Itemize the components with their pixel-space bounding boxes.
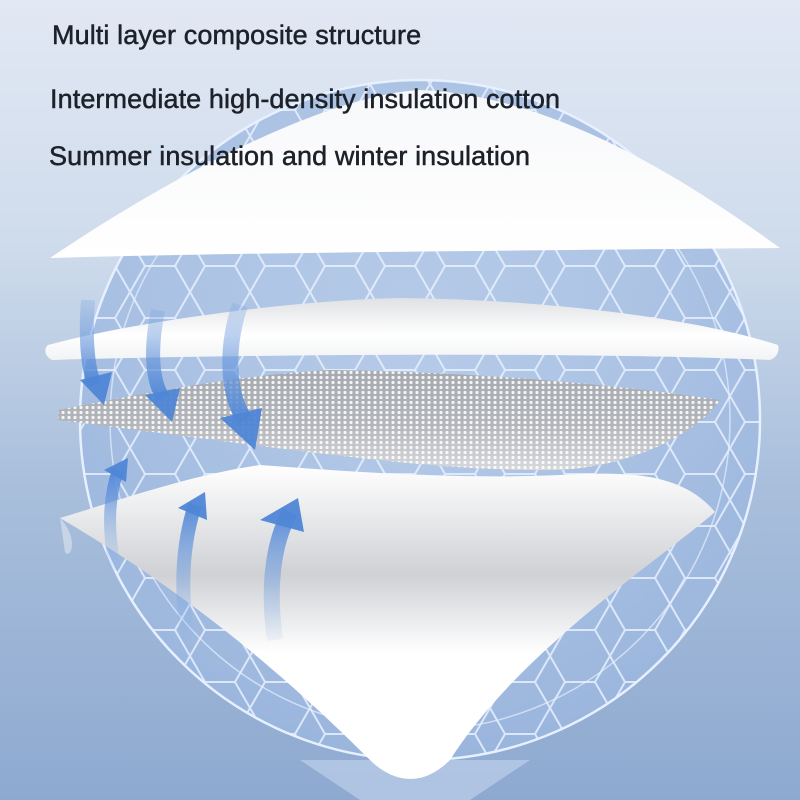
- mesh-breathable-layer: [58, 370, 720, 471]
- arrow-up-icon: [176, 492, 207, 642]
- airflow-arrows-up: [104, 458, 304, 642]
- headline-block: Multi layer composite structure Intermed…: [0, 0, 800, 200]
- headline-line-2: Intermediate high-density insulation cot…: [50, 84, 561, 115]
- arrow-down-icon: [220, 302, 262, 450]
- top-fabric-layer: [50, 90, 780, 258]
- arrow-up-icon: [260, 498, 304, 642]
- airflow-arrows-down: [79, 299, 262, 450]
- arrow-down-icon: [145, 308, 180, 422]
- bottom-lining-layer: [60, 465, 715, 779]
- arrow-down-icon: [79, 299, 112, 405]
- headline-line-3: Summer insulation and winter insulation: [49, 141, 531, 172]
- arrow-up-icon: [104, 458, 128, 572]
- headline-line-1: Multi layer composite structure: [52, 20, 422, 51]
